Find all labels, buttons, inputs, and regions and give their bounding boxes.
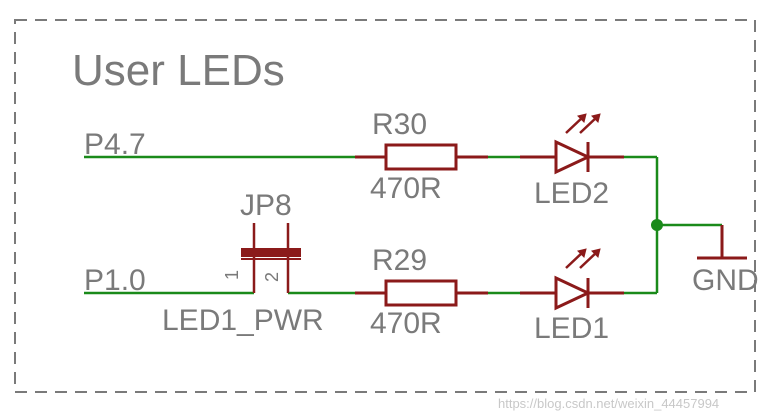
jumper-pin2: 2	[262, 272, 282, 282]
jumper-pin1: 1	[222, 270, 242, 280]
r30-ref: R30	[372, 108, 427, 141]
junction-dot	[651, 219, 663, 231]
led1-label: LED1	[534, 312, 609, 345]
led2-symbol	[520, 113, 624, 175]
r29-value: 470R	[370, 307, 442, 340]
net-label-p47: P4.7	[84, 128, 146, 161]
r29-ref: R29	[372, 244, 427, 277]
frame-border	[14, 19, 756, 393]
jumper-jp8	[241, 223, 301, 293]
resistor-r30	[355, 143, 488, 171]
gnd-label: GND	[692, 264, 759, 297]
gnd-symbol	[697, 225, 747, 260]
jumper-name: LED1_PWR	[162, 304, 324, 337]
section-title: User LEDs	[72, 46, 285, 95]
watermark-text: https://blog.csdn.net/weixin_44457994	[498, 396, 719, 411]
net-label-p10: P1.0	[84, 264, 146, 297]
resistor-r29	[355, 279, 488, 307]
led1-symbol	[520, 248, 624, 311]
led2-label: LED2	[534, 177, 609, 210]
r30-value: 470R	[370, 172, 442, 205]
jumper-ref: JP8	[240, 189, 292, 222]
